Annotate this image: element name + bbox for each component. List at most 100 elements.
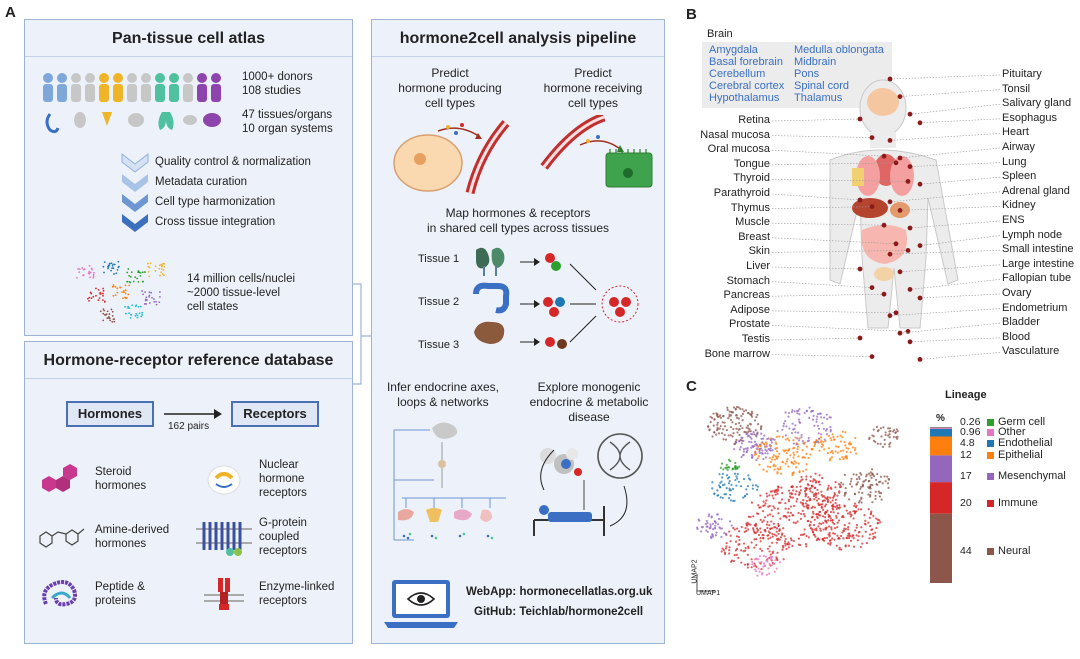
umap-point [848, 532, 851, 535]
mini-umap-point [147, 270, 150, 273]
umap-point [725, 428, 728, 432]
umap-point [763, 434, 766, 437]
umap-point [735, 484, 738, 487]
umap-point [756, 445, 760, 448]
umap-point [735, 475, 738, 478]
umap-point [734, 440, 737, 444]
umap-point [805, 452, 808, 456]
umap-point [728, 552, 731, 555]
umap-point [769, 437, 773, 440]
database-title: Hormone-receptor reference database [43, 352, 334, 369]
mini-umap-point [97, 288, 100, 291]
umap-point [804, 487, 807, 490]
umap-point [836, 512, 840, 515]
umap-point [813, 442, 817, 446]
umap-point [865, 475, 868, 478]
umap-point [827, 447, 830, 450]
umap-point [741, 412, 745, 416]
umap-point [760, 437, 763, 440]
mini-umap-point [127, 293, 130, 296]
github-link[interactable]: GitHub: Teichlab/hormone2cell [474, 606, 644, 618]
mini-umap-point [160, 263, 163, 266]
umap-point [804, 488, 808, 492]
umap-point [759, 494, 762, 497]
umap-point [857, 491, 861, 494]
umap-point [749, 413, 752, 416]
umap-point [844, 431, 847, 434]
umap-point [813, 518, 816, 521]
umap-point [848, 498, 851, 501]
leader-line-right [909, 337, 1001, 343]
receptors-box: Receptors [231, 401, 319, 427]
umap-point [805, 534, 808, 538]
pipeline-title: hormone2cell analysis pipeline [399, 30, 637, 47]
umap-point [851, 535, 854, 538]
umap-point [784, 544, 787, 547]
umap-point [705, 529, 708, 532]
umap-point [803, 411, 806, 415]
umap-point [766, 514, 770, 517]
umap-point [855, 473, 858, 476]
umap-point [727, 482, 731, 485]
umap-point [829, 541, 832, 544]
umap-point [816, 512, 820, 516]
umap-point [858, 499, 861, 502]
organ-dot [893, 160, 899, 166]
umap-point [711, 481, 714, 484]
organ-dot [907, 164, 913, 169]
umap-point [731, 468, 734, 471]
mini-umap-point [148, 291, 151, 294]
lineage-stacked-bar [930, 427, 952, 583]
umap-point [759, 540, 762, 543]
umap-point [836, 504, 839, 507]
umap-point [796, 520, 799, 523]
umap-point [824, 520, 827, 523]
lineage-value-label: 0.96 [960, 426, 981, 438]
umap-point [858, 530, 861, 534]
leader-line-left [771, 118, 861, 122]
umap-point [731, 411, 735, 414]
umap-point [777, 522, 780, 526]
umap-point [771, 456, 775, 459]
umap-point [784, 542, 787, 545]
umap-point [868, 487, 871, 490]
umap-point [754, 568, 757, 571]
umap-point [869, 483, 872, 486]
umap-point [746, 448, 749, 452]
umap-point [874, 494, 877, 497]
umap-point [872, 473, 875, 477]
umap-point [752, 564, 756, 568]
umap-point [766, 534, 769, 537]
umap-point [787, 489, 791, 492]
umap-point [762, 442, 765, 446]
mini-umap-point [148, 302, 151, 304]
umap-point [773, 533, 776, 536]
umap-point [737, 417, 740, 420]
umap-point [735, 438, 738, 442]
umap-point [762, 562, 766, 565]
mini-umap-point [163, 262, 166, 265]
umap-point [739, 424, 742, 427]
umap-point [788, 492, 792, 495]
organ-dot [907, 339, 913, 345]
lineage-segment [930, 427, 952, 429]
umap-point [804, 502, 807, 505]
umap-point [820, 433, 823, 436]
umap-point [871, 537, 875, 540]
umap-point [883, 443, 886, 446]
umap-point [755, 488, 759, 491]
umap-point [789, 505, 793, 508]
umap-point [835, 516, 838, 519]
umap-point [888, 433, 891, 436]
umap-point [767, 505, 770, 508]
umap-point [716, 413, 719, 416]
step-metadata: Metadata curation [155, 176, 248, 188]
umap-point [746, 446, 749, 450]
webapp-link[interactable]: WebApp: hormonecellatlas.org.uk [466, 586, 653, 598]
umap-point [732, 559, 735, 563]
umap-point [830, 510, 833, 514]
umap-point [740, 414, 743, 418]
umap-point [777, 468, 780, 471]
umap-point [720, 518, 723, 521]
lineage-segment [930, 428, 952, 437]
